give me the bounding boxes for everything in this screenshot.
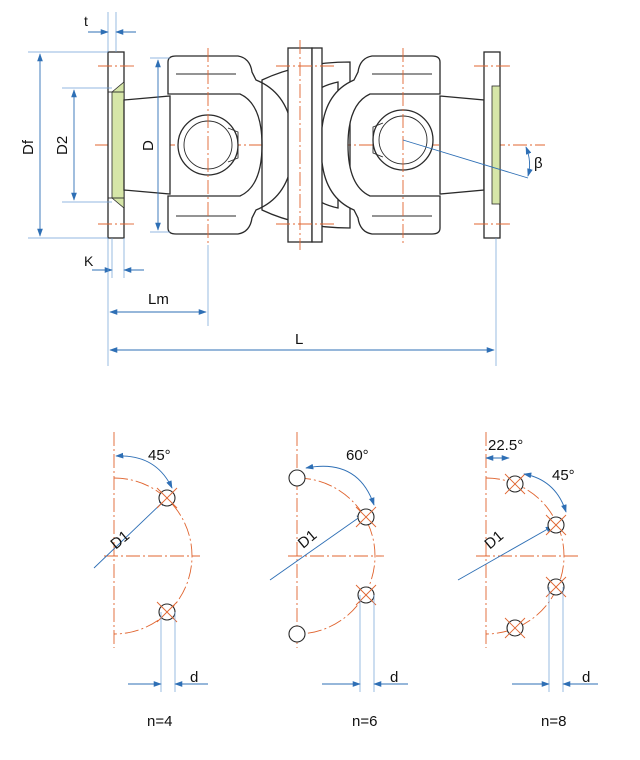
d-label-n8: d	[582, 669, 590, 686]
right-yoke	[321, 55, 441, 235]
dim-l-label: L	[295, 331, 303, 348]
right-flange-face	[491, 85, 501, 205]
bolt-hole	[288, 625, 306, 643]
angle-label-n4: 45°	[148, 447, 171, 464]
bolt-pattern-n8: D1 22.5° 45° d n=8	[457, 432, 598, 730]
left-flange-face	[111, 81, 125, 209]
right-hub	[439, 95, 485, 195]
angle-label-n8-b: 45°	[552, 467, 575, 484]
shaft-assembly	[95, 40, 545, 250]
n8-label: n=8	[541, 713, 566, 730]
dim-k-label: K	[84, 253, 94, 269]
dim-d-label: D	[140, 140, 157, 151]
d-label-n4: d	[190, 669, 198, 686]
dim-d2-label: D2	[54, 136, 71, 155]
n4-label: n=4	[147, 713, 172, 730]
beta-angle-line	[402, 139, 529, 179]
dim-lm-label: Lm	[148, 291, 169, 308]
bolt-pattern-n6: D1 60° d n=6	[269, 432, 408, 730]
bolt-hole	[288, 469, 306, 487]
angle-label-n6: 60°	[346, 447, 369, 464]
dim-t-label: t	[84, 13, 88, 29]
d1-label-n6: D1	[295, 527, 321, 552]
left-yoke	[167, 55, 293, 235]
d1-label-n4: D1	[107, 527, 133, 552]
angle-label-n8-a: 22.5°	[488, 437, 523, 454]
beta-label: β	[534, 155, 543, 172]
d-label-n6: d	[390, 669, 398, 686]
bolt-pattern-n4: D1 45° d n=4	[93, 432, 208, 730]
dim-df-label: Df	[20, 139, 37, 155]
n6-label: n=6	[352, 713, 377, 730]
left-hub	[123, 95, 171, 195]
d1-label-n8: D1	[481, 527, 507, 552]
dimensions: t Df D2 D K Lm L	[20, 12, 543, 366]
